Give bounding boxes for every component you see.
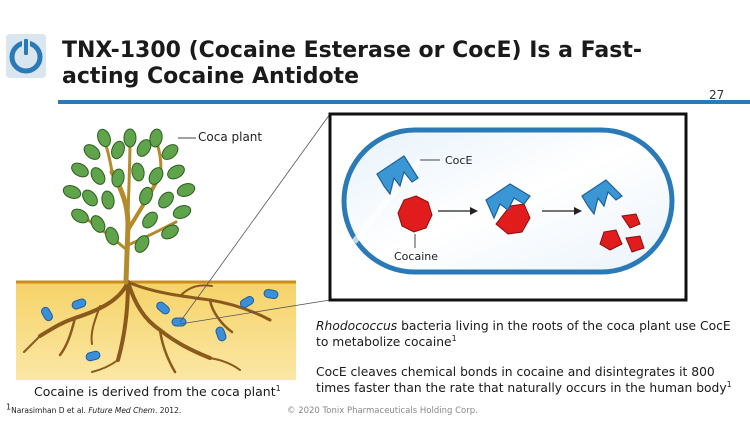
- bacteria: [41, 288, 279, 362]
- enzyme-cocaine-complex-icon: [485, 183, 531, 235]
- description-paragraph-1: Rhodococcus bacteria living in the roots…: [316, 319, 731, 349]
- coca-plant: [83, 138, 178, 285]
- footnote: 1Narasimhan D et al. Future Med Chem. 20…: [6, 402, 182, 415]
- copyright: © 2020 Tonix Pharmaceuticals Holding Cor…: [287, 406, 478, 416]
- page-title: TNX-1300 (Cocaine Esterase or CocE) Is a…: [62, 38, 642, 89]
- plant-caption: Cocaine is derived from the coca plant1: [34, 383, 281, 399]
- coca-plant-label: Coca plant: [198, 130, 263, 144]
- arrow-icon: [438, 207, 478, 215]
- tonix-logo-icon: [6, 34, 46, 78]
- description-paragraph-2: CocE cleaves chemical bonds in cocaine a…: [316, 365, 732, 395]
- title-rule: [58, 100, 750, 104]
- cocaine-fragments-icon: [599, 213, 645, 253]
- soil: [16, 280, 296, 380]
- description-block: Rhodococcus bacteria living in the roots…: [316, 318, 736, 410]
- coce-enzyme-icon: [376, 155, 419, 196]
- cocaine-molecule-icon: [397, 195, 433, 233]
- coce-label: CocE: [445, 154, 473, 167]
- leaves: [62, 128, 196, 253]
- cocaine-label: Cocaine: [394, 250, 438, 263]
- arrow-icon: [542, 207, 582, 215]
- page-number: 27: [709, 88, 725, 102]
- coce-enzyme-icon: [581, 179, 623, 216]
- zoom-lines: [179, 113, 331, 325]
